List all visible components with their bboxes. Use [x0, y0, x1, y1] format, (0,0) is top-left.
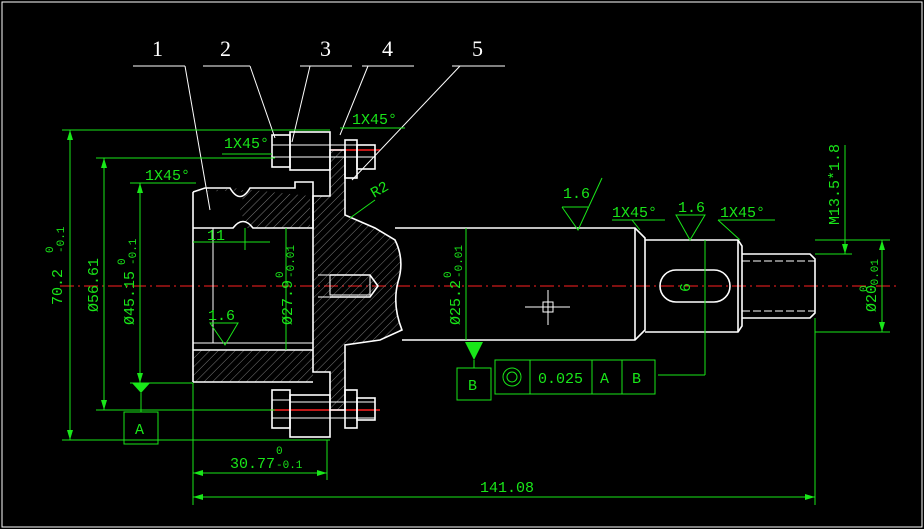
flange-hub-part	[312, 149, 404, 411]
dim-70-tol-up: 0	[45, 246, 57, 253]
dimension-arrows	[67, 130, 885, 500]
dim-70-2: 70.2	[50, 269, 67, 305]
chamfer-label-1: 1X45°	[145, 168, 190, 185]
datum-b-box	[456, 367, 492, 401]
dim-27-9: Ø27.9	[280, 280, 297, 325]
dim-45-tol-low: -0.1	[128, 238, 140, 265]
dimension-lines	[62, 127, 890, 505]
part-number-2: 2	[220, 36, 231, 61]
tolerance-value: 0.025	[538, 371, 583, 388]
part-number-3: 3	[320, 36, 331, 61]
datum-b-label: B	[468, 378, 477, 395]
tolerance-ref-a: A	[600, 371, 609, 388]
roughness-label-3: 1.6	[208, 308, 235, 325]
dim-25-tol-up: 0	[443, 271, 455, 278]
dim-27-tol-low: -0.01	[286, 245, 298, 278]
dim-20-tol-up: 0	[859, 285, 871, 292]
thread-label: M13.5*1.8	[827, 144, 844, 225]
roughness-label-1: 1.6	[563, 186, 590, 203]
radius-label: R2	[368, 179, 392, 203]
dim-20: Ø20	[864, 285, 881, 312]
dim-6: 6	[678, 283, 695, 292]
dim-30-tol-up: 0	[276, 446, 283, 458]
bolt-bottom	[271, 389, 376, 438]
chamfer-label-4: 1X45°	[612, 205, 657, 222]
chamfer-label-2: 1X45°	[224, 136, 269, 153]
dim-56-61: Ø56.61	[86, 258, 103, 312]
part-number-1: 1	[152, 36, 163, 61]
dim-45-15: Ø45.15	[122, 271, 139, 325]
dim-20-tol-low: -0.01	[870, 259, 882, 292]
geometric-tolerance-frame	[494, 359, 656, 395]
chamfer-label-3: 1X45°	[352, 112, 397, 129]
bolt-top	[271, 131, 376, 179]
dim-30-tol-low: -0.1	[276, 460, 303, 472]
dim-141-08: 141.08	[480, 480, 534, 497]
part-number-4: 4	[382, 36, 393, 61]
dim-45-tol-up: 0	[117, 258, 129, 265]
tolerance-ref-b: B	[632, 371, 641, 388]
dim-25-2: Ø25.2	[448, 280, 465, 325]
part-number-5: 5	[472, 36, 483, 61]
dim-27-tol-up: 0	[275, 271, 287, 278]
shaft-body	[395, 227, 816, 341]
datum-a-box	[123, 411, 159, 445]
datum-a-label: A	[135, 422, 144, 439]
dim-11: 11	[207, 228, 225, 245]
part-leaders	[133, 65, 505, 211]
dim-30-77: 30.77	[230, 456, 275, 473]
roughness-symbols	[209, 177, 706, 346]
sleeve-part	[192, 181, 314, 383]
dim-25-tol-low: -0.01	[454, 245, 466, 278]
concentricity-icon	[502, 367, 522, 387]
dim-70-tol-low: -0.1	[56, 226, 68, 253]
roughness-label-2: 1.6	[678, 200, 705, 217]
chamfer-label-5: 1X45°	[720, 205, 765, 222]
